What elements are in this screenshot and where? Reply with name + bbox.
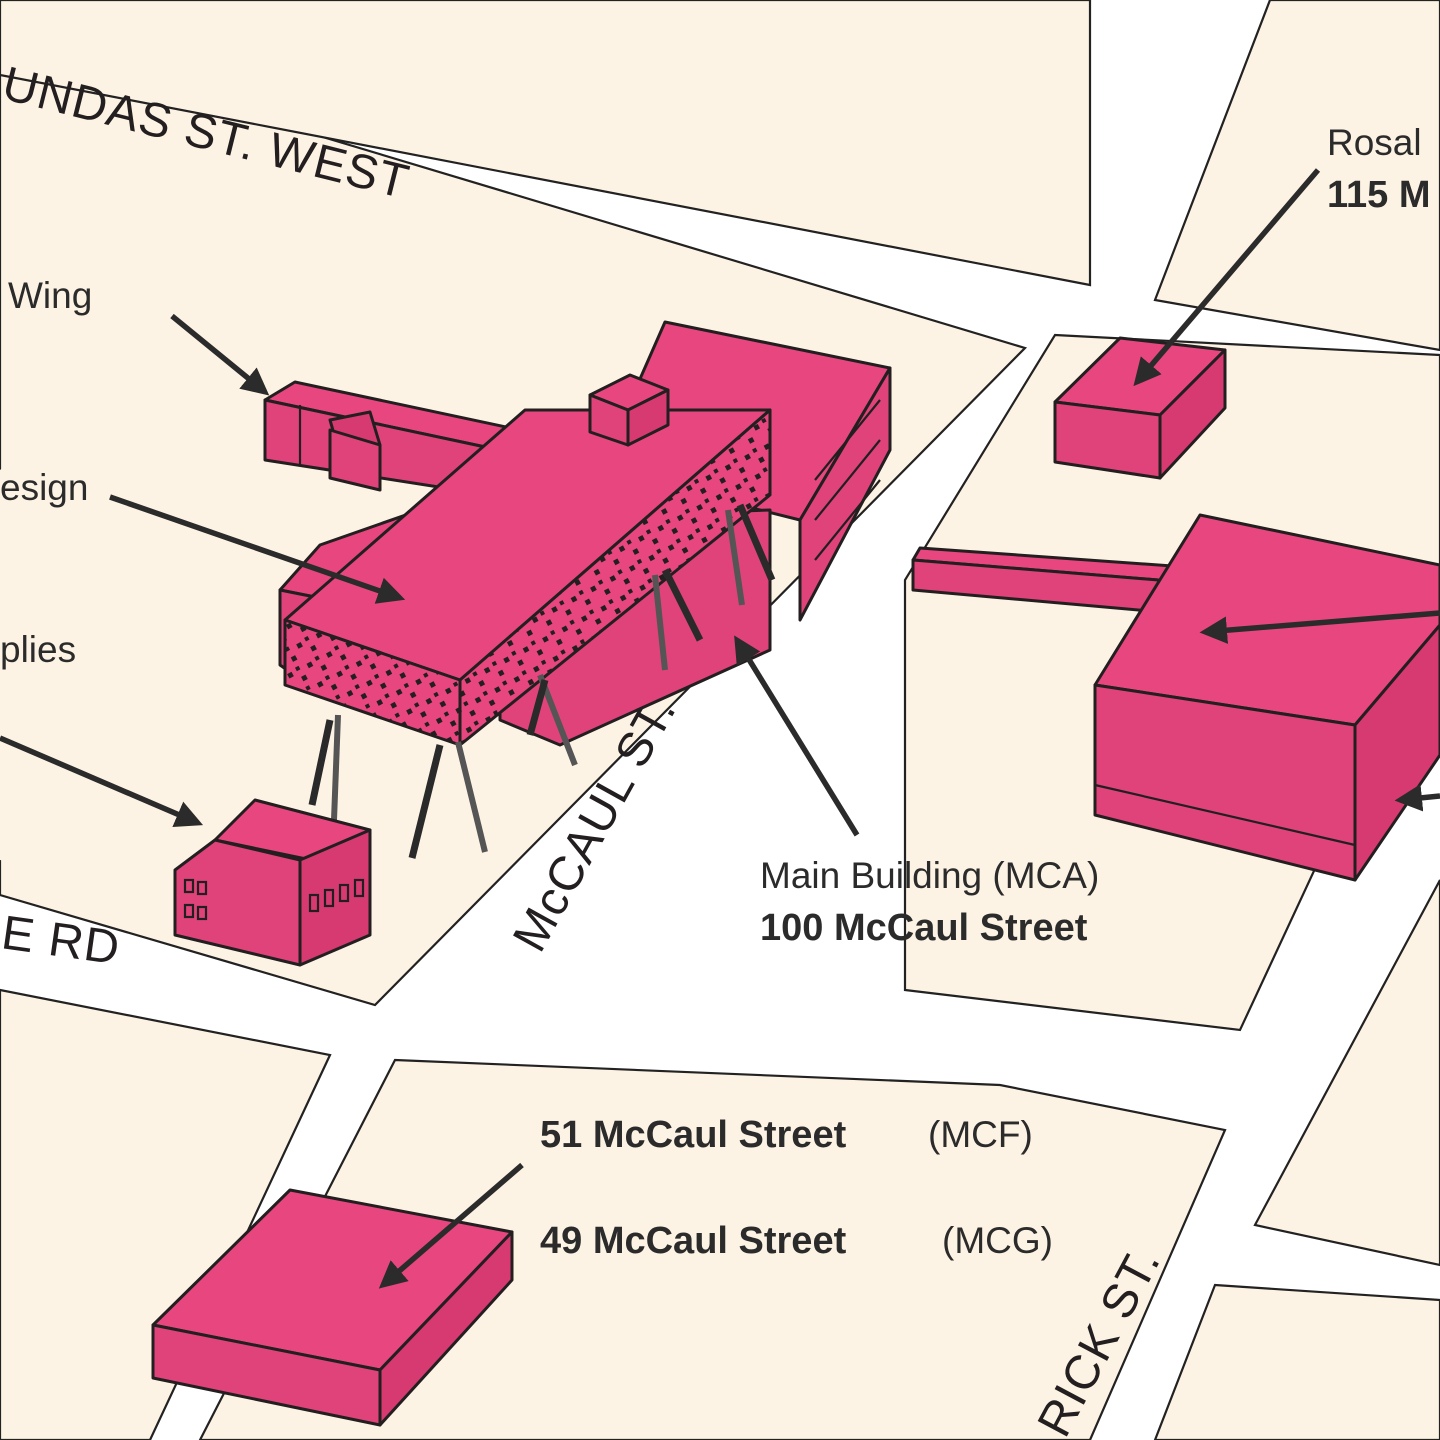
label-main-name: Main Building (MCA) [760, 855, 1099, 896]
arrow-icon [170, 313, 270, 396]
label-design: esign [0, 467, 88, 508]
arrow-icon [734, 635, 860, 837]
block-north-strip [0, 0, 1092, 287]
arrow-icon [1199, 610, 1440, 644]
label-mcg-code: (MCG) [942, 1220, 1053, 1261]
arrow-icon [378, 1162, 524, 1289]
block-southeast-lower [1153, 1283, 1440, 1440]
building-labels: Wing esign plies Rosal 115 M Main Buildi… [0, 122, 1431, 1262]
arrow-icon [1394, 784, 1440, 812]
block-southwest [0, 988, 332, 1440]
label-rosalie-address: 115 M [1327, 174, 1431, 216]
wing-building[interactable] [263, 380, 522, 497]
main-building[interactable] [278, 0, 892, 859]
arrow-icon [0, 735, 204, 827]
label-main-address: 100 McCaul Street [760, 907, 1088, 949]
arrow-icon [109, 494, 406, 604]
east-building[interactable] [911, 513, 1440, 882]
pointer-arrows [0, 168, 1440, 1289]
supplies-building[interactable] [173, 798, 372, 967]
main-building-windows [814, 399, 881, 561]
block-northeast-strip [1153, 0, 1440, 352]
tabletop-legs [308, 503, 776, 859]
label-supplies: plies [0, 629, 76, 670]
label-mcf-address: 51 McCaul Street [540, 1114, 847, 1156]
mcf-building[interactable] [151, 1188, 514, 1427]
block-southeast [1253, 879, 1440, 1267]
label-mcg-address: 49 McCaul Street [540, 1220, 847, 1262]
arrow-icon [1133, 168, 1321, 387]
label-rosalie-name: Rosal [1327, 122, 1422, 163]
label-wing: Wing [8, 275, 92, 316]
label-mcf-code: (MCF) [928, 1114, 1033, 1155]
